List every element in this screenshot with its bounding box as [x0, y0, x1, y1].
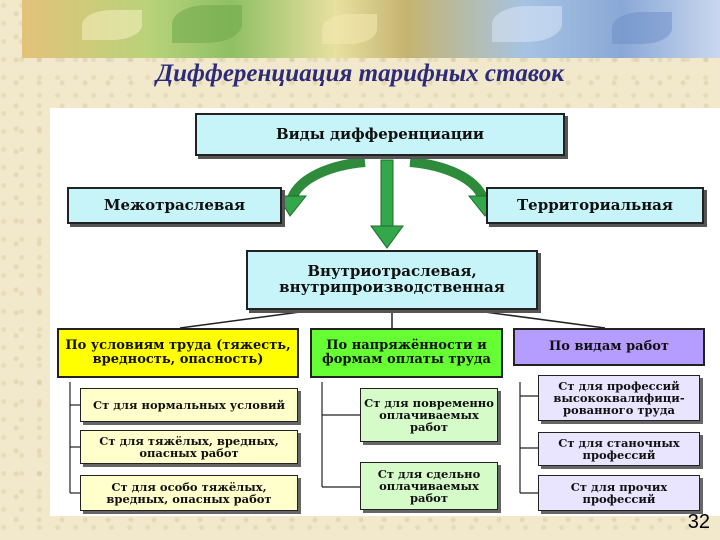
intraindustry-box: Внутриотраслевая, внутрипроизводственная	[246, 250, 538, 310]
interindustry-box: Межотраслевая	[67, 187, 282, 224]
rate-high-skill: Ст для профессий высококвалифици-рованно…	[538, 375, 700, 421]
rate-extra-hard-harmful: Ст для особо тяжёлых, вредных, опасных р…	[80, 475, 298, 511]
rate-time-based: Ст для повременно оплачиваемых работ	[360, 388, 498, 442]
curved-arrow-right	[409, 157, 488, 201]
down-arrow-head	[370, 225, 404, 249]
category-intensity-pay: По напряжённости и формам оплаты труда	[310, 328, 503, 378]
decorative-banner	[22, 0, 720, 58]
slide-title: Дифференциация тарифных ставок	[156, 60, 564, 87]
down-arrow-shaft	[380, 159, 394, 231]
leaf-decoration	[492, 6, 562, 42]
rate-piece-work: Ст для сдельно оплачиваемых работ	[360, 462, 498, 510]
leaf-decoration	[612, 12, 672, 44]
category-working-conditions: По условиям труда (тяжесть, вредность, о…	[57, 328, 299, 378]
territorial-box: Территориальная	[486, 187, 704, 224]
branch-line	[469, 309, 606, 329]
rate-hard-harmful: Ст для тяжёлых, вредных, опасных работ	[80, 430, 298, 464]
root-box: Виды дифференциации	[195, 113, 565, 156]
leaf-decoration	[82, 10, 142, 40]
branch-line	[179, 309, 316, 329]
leaf-decoration	[172, 5, 242, 43]
rate-machine-operators: Ст для станочных профессий	[538, 432, 700, 466]
rate-other-professions: Ст для прочих профессий	[538, 475, 700, 511]
category-work-types: По видам работ	[513, 328, 705, 366]
curved-arrow-left	[287, 157, 366, 201]
page-number: 32	[687, 511, 710, 533]
arrow-head-left	[277, 195, 308, 217]
leaf-decoration	[322, 14, 377, 44]
rate-normal-conditions: Ст для нормальных условий	[80, 388, 298, 422]
